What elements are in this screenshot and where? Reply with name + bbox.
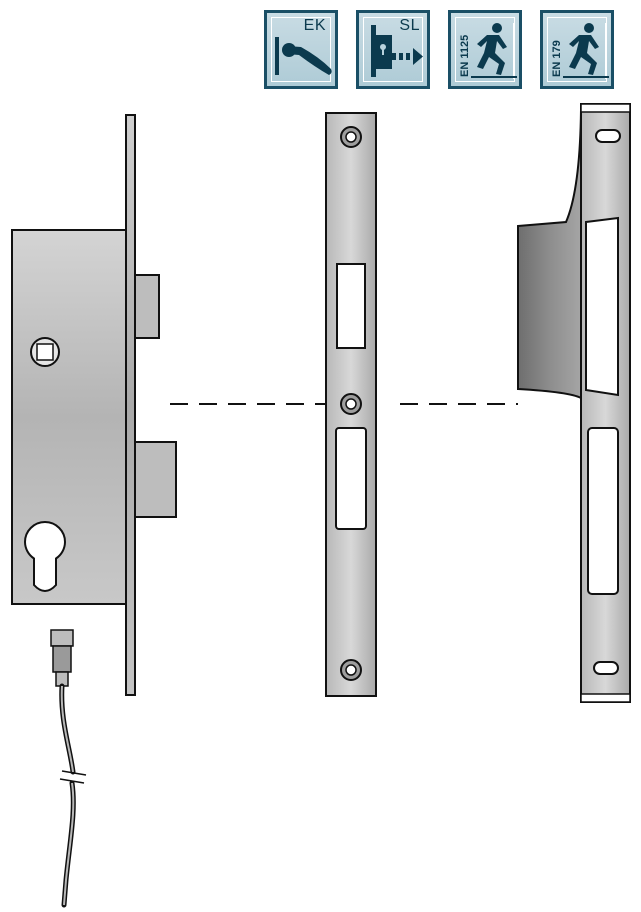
lock-latch-arrow-icon <box>371 25 423 77</box>
latch-bolt <box>134 274 160 339</box>
strike-plate <box>325 112 377 697</box>
lock-faceplate <box>125 114 136 696</box>
dead-bolt <box>134 441 177 518</box>
running-person-exit-icon <box>471 23 517 79</box>
latch-opening <box>336 263 366 349</box>
badge-en179: EN 179 <box>540 10 614 89</box>
spindle-square-hole <box>36 343 54 361</box>
cable-break-mark <box>61 770 87 776</box>
badge-sl: SL <box>356 10 430 89</box>
badge-ek-label: EK <box>303 17 326 34</box>
keeper-latch-pocket <box>585 216 619 397</box>
running-person-exit-icon <box>563 23 609 79</box>
badge-sl-label: SL <box>399 17 420 34</box>
cable-connector <box>50 629 87 908</box>
mortise-lock <box>11 114 177 696</box>
badge-row: EK SL EN 1125 EN <box>264 10 624 90</box>
cylinder-cutout <box>23 520 67 592</box>
strike-keeper <box>517 103 631 703</box>
bolt-opening <box>335 427 367 530</box>
keeper-slot-top <box>595 129 621 143</box>
keeper-bolt-pocket <box>587 427 619 595</box>
badge-en1125: EN 1125 <box>448 10 522 89</box>
badge-ek: EK <box>264 10 338 89</box>
keeper-slot-bottom <box>593 661 619 675</box>
lever-handle-icon <box>275 37 332 75</box>
